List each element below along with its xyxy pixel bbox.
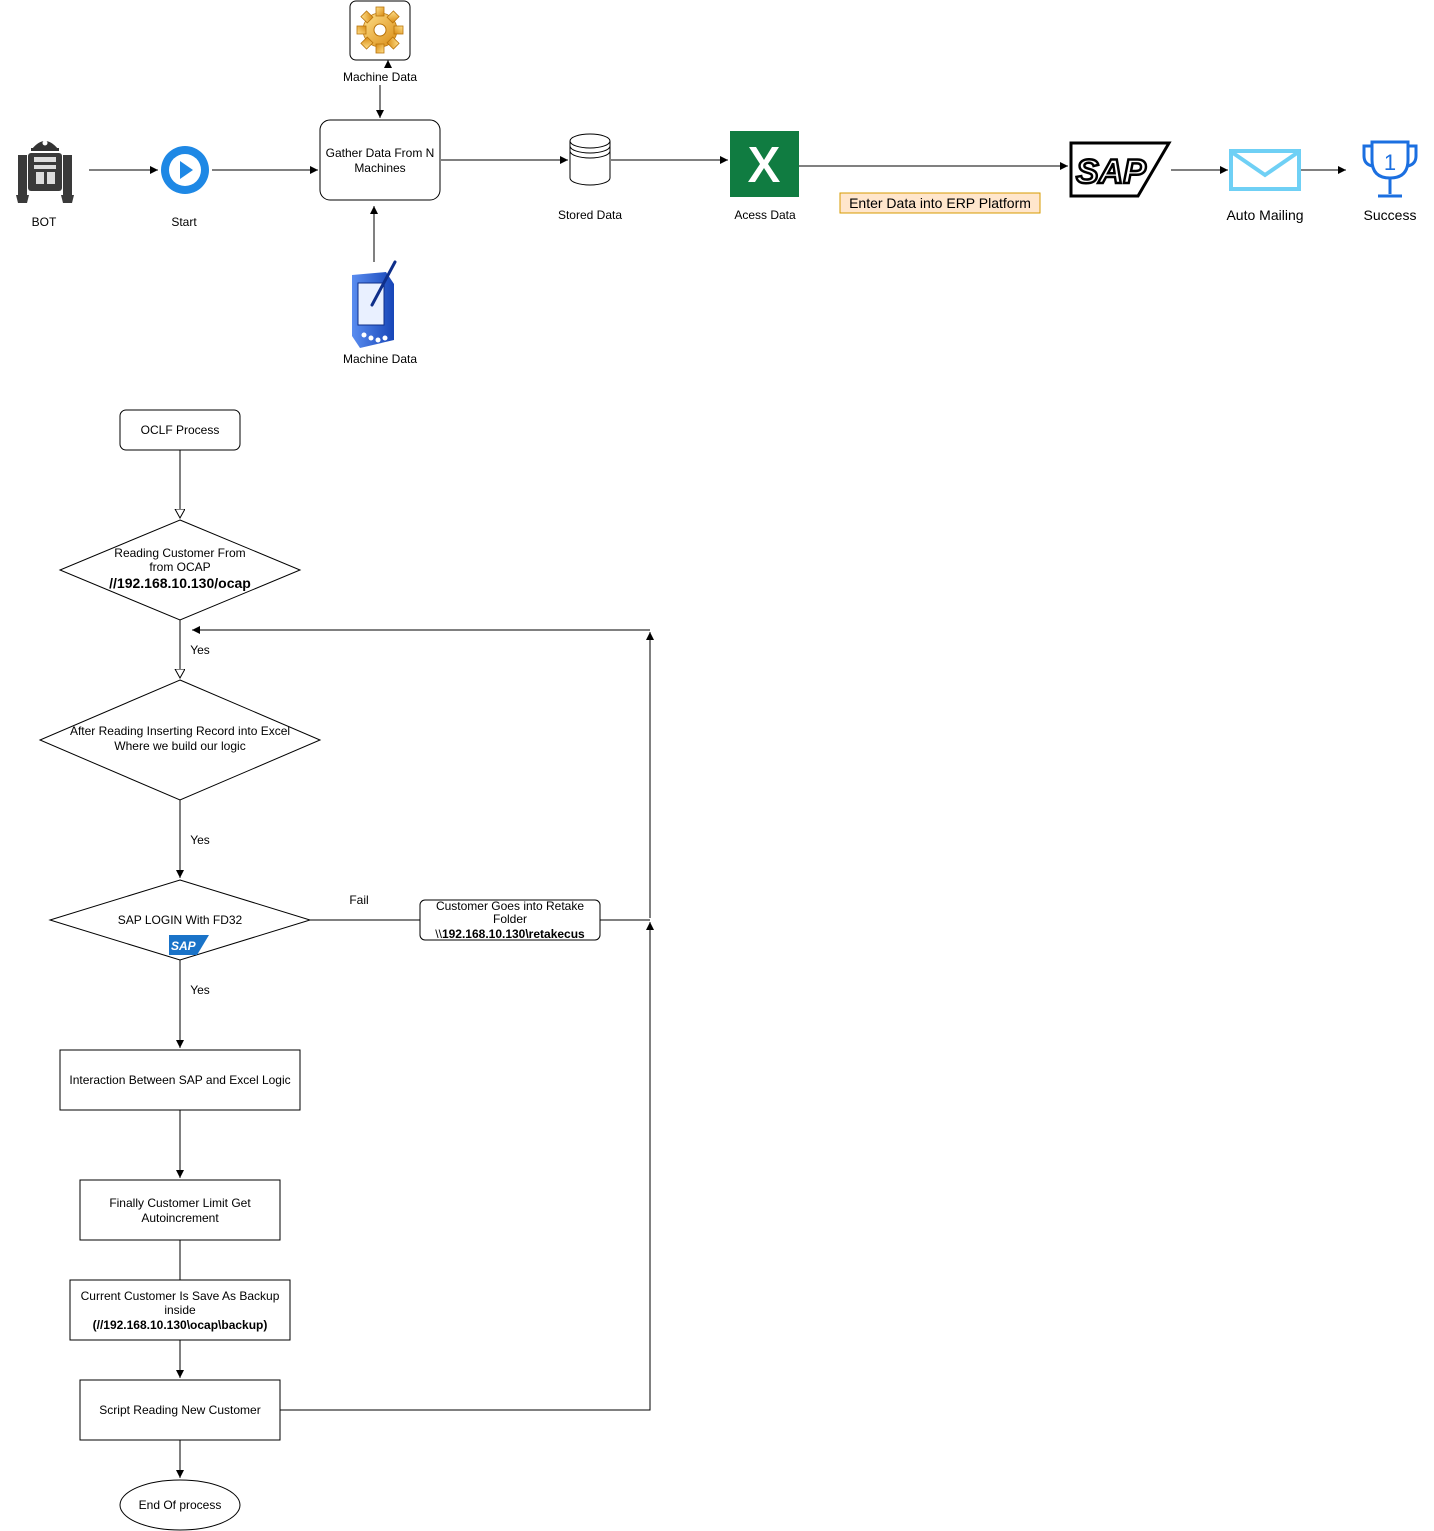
sap-small-logo-text: SAP <box>171 939 197 953</box>
machine-top-label: Machine Data <box>343 70 417 84</box>
interaction-node <box>59 1049 301 1111</box>
sap-logo-icon: SAP <box>1069 141 1172 198</box>
backup-node <box>69 1279 291 1341</box>
erp-edge-label: Enter Data into ERP Platform <box>839 192 1041 214</box>
process-flow-edges <box>180 450 654 1478</box>
ocl-process-label: OCLF Process <box>141 423 220 437</box>
reading-label-3: //192.168.10.130/ocap <box>109 575 251 591</box>
retake-label-1: Customer Goes into Retake <box>436 899 584 913</box>
after-reading-label-1: After Reading Inserting Record into Exce… <box>70 724 290 738</box>
mail-label: Auto Mailing <box>1226 207 1303 223</box>
yes-label-2: Yes <box>190 833 210 847</box>
retake-node <box>419 899 601 941</box>
database-icon <box>569 133 611 186</box>
stored-label: Stored Data <box>558 208 622 222</box>
backup-label-1: Current Customer Is Save As Backup <box>81 1289 280 1303</box>
reading-decision <box>58 519 302 621</box>
gather-data-node <box>319 119 441 201</box>
access-label: Acess Data <box>734 208 796 222</box>
limit-label-1: Finally Customer Limit Get <box>109 1196 251 1210</box>
backup-label-2: inside <box>164 1303 196 1317</box>
sap-login-label: SAP LOGIN With FD32 <box>118 913 243 927</box>
gather-label-2: Machines <box>354 161 405 175</box>
fail-label: Fail <box>349 893 368 907</box>
erp-edge-label-text: Enter Data into ERP Platform <box>849 195 1031 211</box>
script-label: Script Reading New Customer <box>99 1403 260 1417</box>
top-flow-edges <box>89 60 1346 262</box>
play-icon[interactable] <box>161 146 209 194</box>
limit-node <box>79 1179 281 1241</box>
ocl-process-node <box>119 409 241 451</box>
retake-label-2: Folder <box>493 912 527 926</box>
yes-label-1: Yes <box>190 643 210 657</box>
robot-icon <box>16 140 74 203</box>
machine-bottom-label: Machine Data <box>343 352 417 366</box>
sap-login-decision <box>48 879 312 961</box>
interaction-label: Interaction Between SAP and Excel Logic <box>69 1073 290 1087</box>
script-node <box>79 1379 281 1441</box>
end-node <box>119 1479 241 1531</box>
sap-small-logo-icon: SAP <box>169 935 209 955</box>
gather-label-1: Gather Data From N <box>326 146 435 160</box>
backup-label-3: (//192.168.10.130\ocap\backup) <box>93 1318 268 1332</box>
edge-script-loop <box>280 922 654 1411</box>
sap-logo-text: SAP <box>1076 153 1146 191</box>
after-reading-decision <box>38 679 322 801</box>
limit-label-2: Autoincrement <box>141 1211 219 1225</box>
trophy-number: 1 <box>1384 150 1396 175</box>
mail-icon <box>1229 149 1301 191</box>
bot-label: BOT <box>32 215 57 229</box>
after-reading-label-2: Where we build our logic <box>114 739 245 753</box>
reading-label-2: from OCAP <box>149 560 210 574</box>
gear-icon <box>349 0 411 61</box>
pda-icon <box>352 260 397 348</box>
start-label: Start <box>171 215 197 229</box>
trophy-icon <box>1362 140 1418 198</box>
retake-label-3: \\192.168.10.130\retakecus <box>435 927 585 941</box>
end-label: End Of process <box>139 1498 222 1512</box>
reading-label-1: Reading Customer From <box>114 546 245 560</box>
yes-label-3: Yes <box>190 983 210 997</box>
excel-icon <box>730 131 799 197</box>
success-label: Success <box>1364 207 1417 223</box>
